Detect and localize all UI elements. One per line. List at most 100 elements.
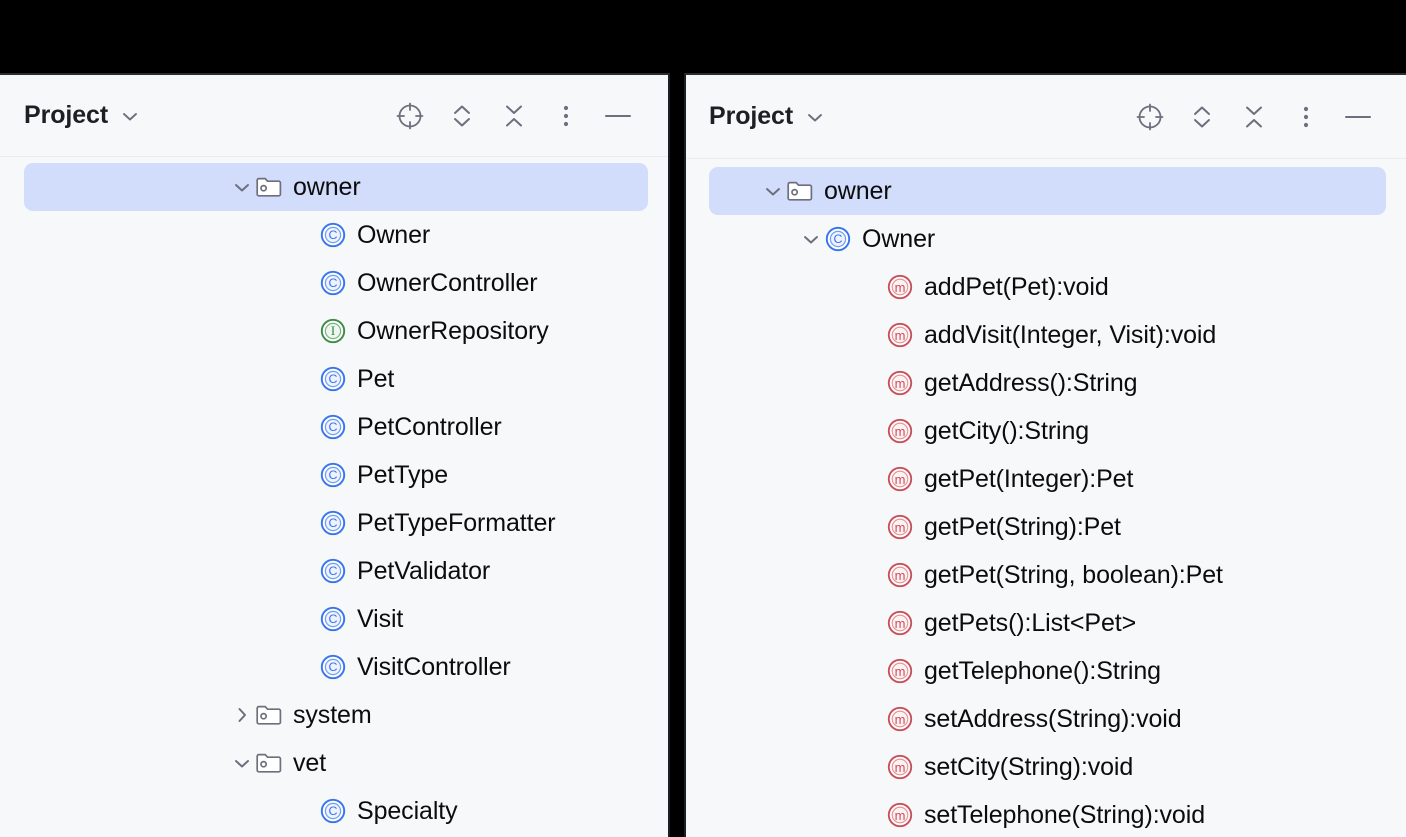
twisty-placeholder [861,563,885,587]
class-icon: C [318,268,348,298]
collapse-all-button[interactable] [1228,91,1280,143]
collapse-all-button[interactable] [488,90,540,142]
more-options-icon [560,101,572,131]
twisty-expanded-icon[interactable] [761,179,785,203]
method-icon: m [885,320,915,350]
class-icon: C [318,412,348,442]
hide-button[interactable] [592,90,644,142]
expand-all-button[interactable] [1176,91,1228,143]
class-icon: C [318,604,348,634]
project-view-selector[interactable]: Project [24,103,141,128]
twisty-placeholder [294,559,318,583]
chevron-down-icon[interactable] [119,105,141,127]
svg-text:C: C [329,468,338,482]
tree-node[interactable]: m setTelephone(String):void [709,791,1386,837]
method-icon: m [885,752,915,782]
class-icon: C [318,364,348,394]
package-folder-icon [254,700,284,730]
tree-node-label: owner [293,172,361,201]
twisty-placeholder [294,367,318,391]
more-options-button[interactable] [540,90,592,142]
method-icon: m [885,512,915,542]
svg-text:m: m [895,280,906,295]
twisty-placeholder [294,319,318,343]
select-opened-file-button[interactable] [1124,91,1176,143]
tree-node-label: setCity(String):void [924,752,1134,781]
twisty-expanded-icon[interactable] [230,751,254,775]
tree-node[interactable]: owner [709,167,1386,215]
svg-text:C: C [329,276,338,290]
method-icon: m [885,272,915,302]
svg-text:m: m [895,424,906,439]
select-opened-file-button[interactable] [384,90,436,142]
class-icon: C [318,556,348,586]
twisty-placeholder [861,611,885,635]
tree-node[interactable]: m setCity(String):void [709,743,1386,791]
twisty-expanded-icon[interactable] [230,175,254,199]
svg-text:m: m [895,808,906,823]
tree-node-label: getPet(String):Pet [924,512,1121,541]
hide-button[interactable] [1332,91,1384,143]
twisty-placeholder [294,415,318,439]
panel-header: Project [0,75,668,157]
indent-spacer [709,767,861,768]
tree-node[interactable]: system [24,691,648,739]
class-icon: C [823,224,853,254]
twisty-placeholder [861,659,885,683]
indent-spacer [24,715,230,716]
collapse-all-icon [1240,102,1268,132]
more-options-button[interactable] [1280,91,1332,143]
twisty-expanded-icon[interactable] [799,227,823,251]
expand-all-button[interactable] [436,90,488,142]
indent-spacer [24,379,294,380]
chevron-down-icon[interactable] [804,106,826,128]
indent-spacer [24,619,294,620]
method-icon: m [885,464,915,494]
twisty-placeholder [861,419,885,443]
indent-spacer [24,187,230,188]
svg-text:m: m [895,472,906,487]
indent-spacer [24,667,294,668]
twisty-placeholder [294,463,318,487]
svg-text:C: C [834,232,843,246]
tree-node-label: vet [293,748,327,777]
twisty-placeholder [861,707,885,731]
tree-node-label: getPet(String, boolean):Pet [924,560,1223,589]
tree-node[interactable]: vet [24,739,648,787]
tree-node[interactable]: owner [24,163,648,211]
indent-spacer [709,191,761,192]
indent-spacer [24,763,230,764]
class-icon: C [318,508,348,538]
tree-node-label: setTelephone(String):void [924,800,1205,829]
tree-node[interactable]: m getPet(String):Pet [709,503,1386,551]
indent-spacer [709,479,861,480]
tree-node-label: Specialty [357,796,458,825]
indent-spacer [709,719,861,720]
twisty-collapsed-icon[interactable] [230,703,254,727]
class-icon: C [318,220,348,250]
project-view-selector[interactable]: Project [709,104,826,129]
